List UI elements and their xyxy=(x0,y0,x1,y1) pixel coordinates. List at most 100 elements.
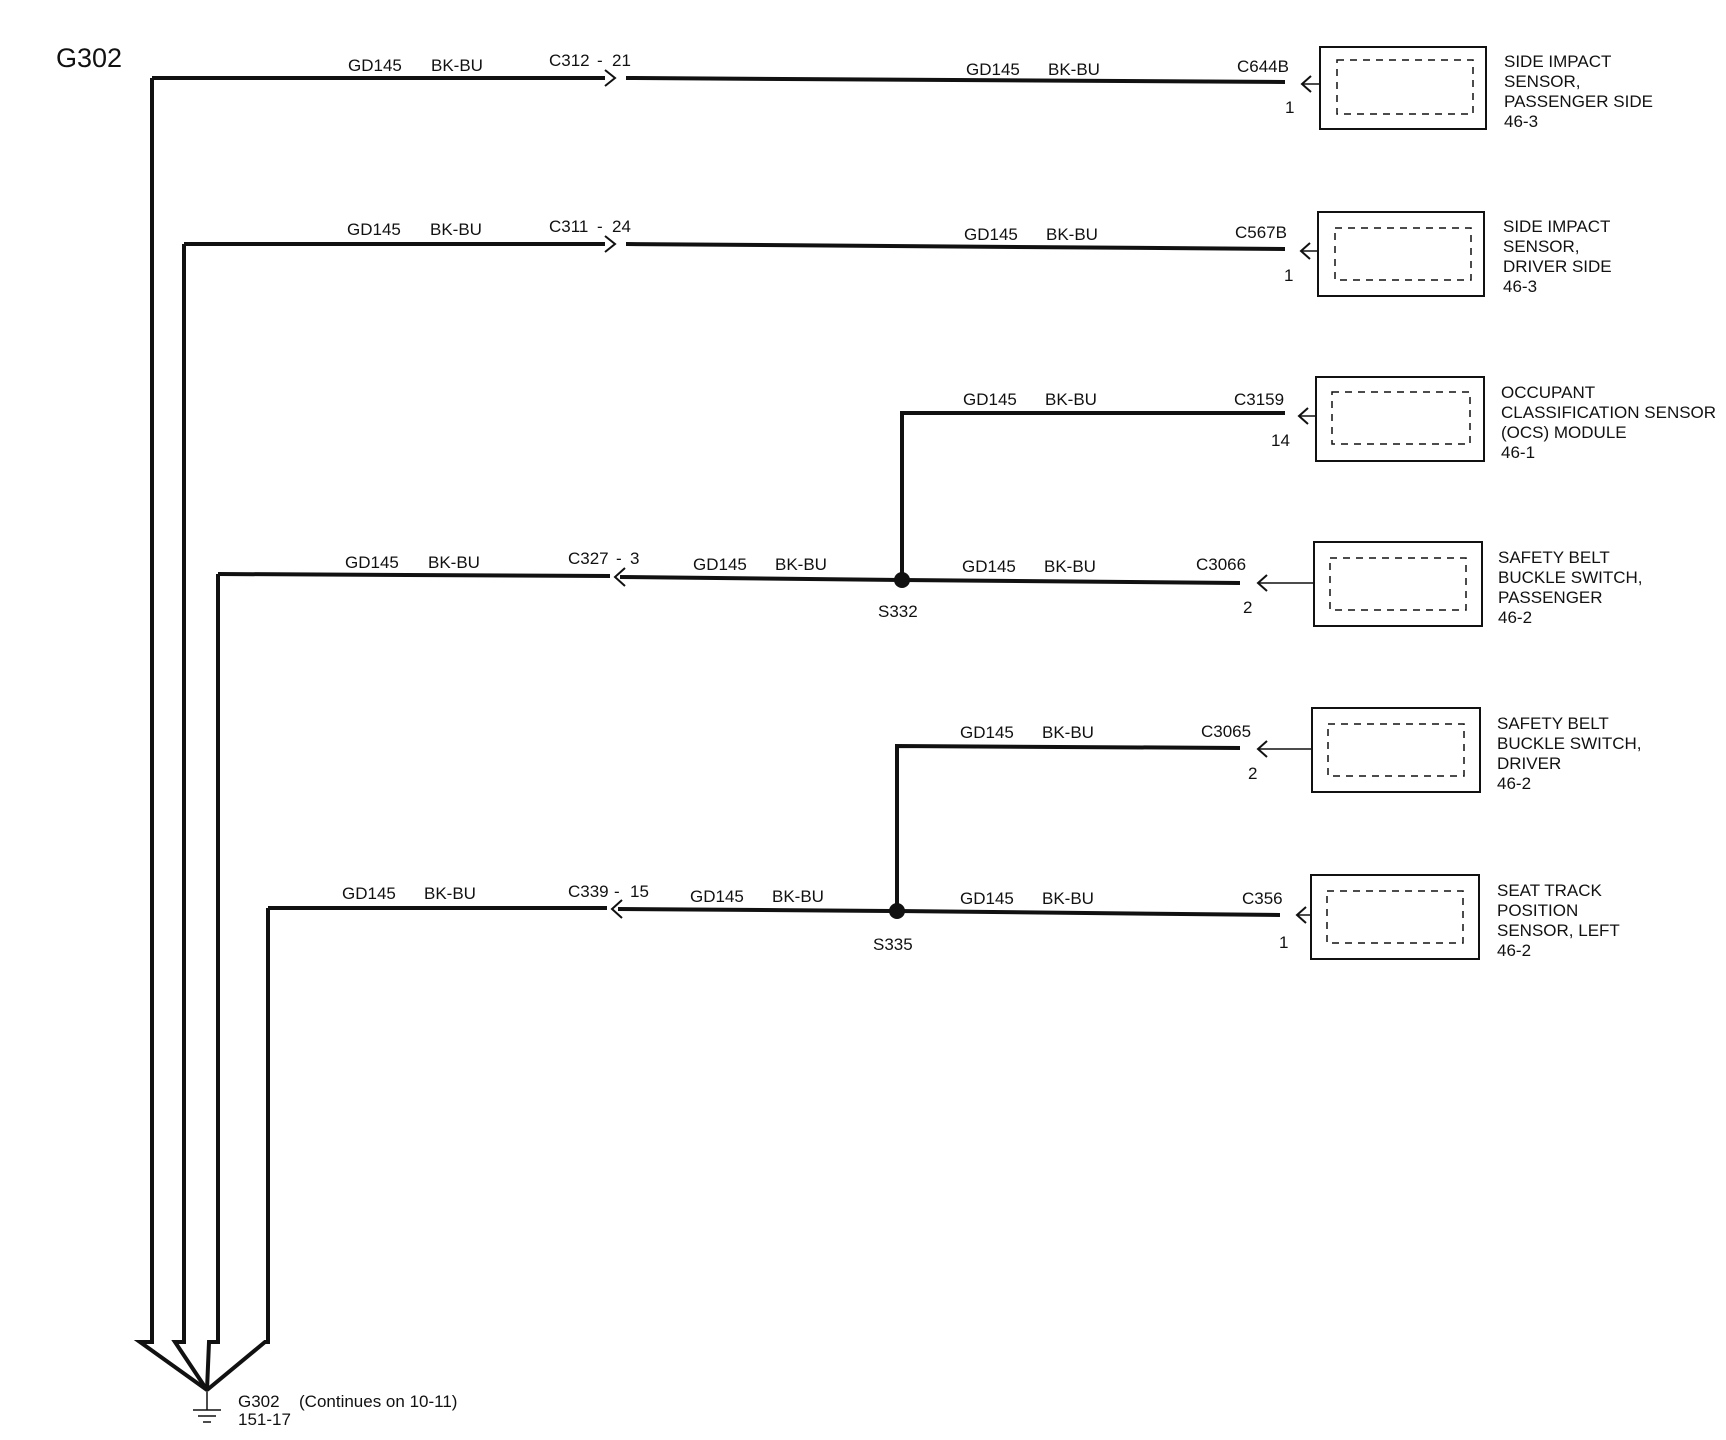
component-inner-outline xyxy=(1331,391,1471,445)
connector-label: C3066 xyxy=(1196,555,1246,574)
component-name-line-2: POSITION xyxy=(1497,901,1578,920)
component-inner-outline xyxy=(1336,59,1474,115)
wire-circuit-label: GD145 xyxy=(966,60,1020,79)
wire-c567b-to-c311[interactable] xyxy=(625,242,1286,251)
component-box xyxy=(1317,211,1485,297)
connector-pin: 2 xyxy=(1243,598,1252,617)
wire-color-label: BK-BU xyxy=(430,220,482,239)
component-page-ref: 46-2 xyxy=(1497,774,1531,793)
splice-s332-label: S332 xyxy=(878,602,918,621)
wire-color-label: BK-BU xyxy=(424,884,476,903)
component-safety-belt-buckle-switch-passenger[interactable]: C3066 2 SAFETY BELT BUCKLE SWITCH, PASSE… xyxy=(1196,541,1643,627)
component-name-line-2: SENSOR, xyxy=(1504,72,1581,91)
connector-label: C3159 xyxy=(1234,390,1284,409)
wire-color-label: BK-BU xyxy=(772,887,824,906)
wire-circuit-label: GD145 xyxy=(690,887,744,906)
splice-s335-label: S335 xyxy=(873,935,913,954)
ground-note: (Continues on 10-11) xyxy=(299,1392,457,1411)
wire-c644b-to-c312[interactable] xyxy=(625,76,1286,84)
connector-c311-arrow[interactable] xyxy=(604,235,617,253)
connector-label: C3065 xyxy=(1201,722,1251,741)
wire-color-label: BK-BU xyxy=(1048,60,1100,79)
connector-c339-label: C339 xyxy=(568,882,609,901)
connector-c312-label: C312 xyxy=(549,51,590,70)
component-name-line-3: PASSENGER xyxy=(1498,588,1603,607)
wire-color-label: BK-BU xyxy=(428,553,480,572)
connector-c339-arrow[interactable] xyxy=(610,899,623,919)
connector-label: C567B xyxy=(1235,223,1287,242)
connector-c311-label: C311 xyxy=(549,217,588,236)
component-box xyxy=(1311,707,1481,793)
component-name-line-1: SIDE IMPACT xyxy=(1503,217,1610,236)
wire-circuit-label: GD145 xyxy=(348,56,402,75)
component-name-line-1: SAFETY BELT xyxy=(1497,714,1609,733)
component-inner-outline xyxy=(1327,723,1465,777)
component-inner-outline xyxy=(1326,890,1464,944)
component-ocs-module[interactable]: C3159 14 OCCUPANT CLASSIFICATION SENSOR … xyxy=(1234,376,1716,462)
connector-c327-label: C327 xyxy=(568,549,609,568)
branch-side-impact-driver: GD145 BK-BU C311 - 24 GD145 BK-BU xyxy=(184,217,1286,253)
component-box xyxy=(1310,874,1480,960)
component-name-line-3: PASSENGER SIDE xyxy=(1504,92,1653,111)
connector-pin: 2 xyxy=(1248,764,1257,783)
splice-s335-dot[interactable] xyxy=(889,903,905,919)
connector-label: C356 xyxy=(1242,889,1283,908)
branch-s335: GD145 BK-BU C339 - 15 GD145 BK-BU GD145 … xyxy=(268,723,1281,954)
component-page-ref: 46-1 xyxy=(1501,443,1535,462)
component-page-ref: 46-3 xyxy=(1503,277,1537,296)
connector-c312-pin: 21 xyxy=(612,51,631,70)
wire-c327-to-ground[interactable] xyxy=(217,572,611,578)
component-name-line-2: CLASSIFICATION SENSOR xyxy=(1501,403,1716,422)
component-name-line-3: DRIVER SIDE xyxy=(1503,257,1612,276)
component-page-ref: 46-2 xyxy=(1498,608,1532,627)
connector-c339-dash: - xyxy=(614,882,620,901)
component-box xyxy=(1313,541,1483,627)
splice-s332-dot[interactable] xyxy=(894,572,910,588)
connector-pin: 14 xyxy=(1271,431,1290,450)
branch-s332: GD145 BK-BU C327 - 3 GD145 BK-BU GD145 B… xyxy=(217,390,1285,621)
wire-circuit-label: GD145 xyxy=(964,225,1018,244)
wire-g302-run-3[interactable] xyxy=(205,574,220,1391)
component-name-line-2: BUCKLE SWITCH, xyxy=(1498,568,1643,587)
connector-pin: 1 xyxy=(1285,98,1294,117)
component-safety-belt-buckle-switch-driver[interactable]: C3065 2 SAFETY BELT BUCKLE SWITCH, DRIVE… xyxy=(1201,707,1642,793)
wire-g302-run-2[interactable] xyxy=(171,244,209,1392)
component-box xyxy=(1315,376,1485,462)
component-side-impact-sensor-driver[interactable]: C567B 1 SIDE IMPACT SENSOR, DRIVER SIDE … xyxy=(1235,211,1612,297)
wire-g302-run-4[interactable] xyxy=(205,908,270,1392)
wire-s335-to-c356[interactable] xyxy=(896,909,1281,917)
component-name-line-3: SENSOR, LEFT xyxy=(1497,921,1620,940)
wire-color-label: BK-BU xyxy=(1042,723,1094,742)
component-name-line-1: SEAT TRACK xyxy=(1497,881,1603,900)
connector-c327-arrow[interactable] xyxy=(613,567,626,587)
wire-s335-to-c3065[interactable] xyxy=(895,743,1241,911)
connector-c312-arrow[interactable] xyxy=(604,69,617,87)
wire-s332-to-c327[interactable] xyxy=(619,575,901,582)
wire-circuit-label: GD145 xyxy=(963,390,1017,409)
connector-c311-dash: - xyxy=(597,217,603,236)
ground-ref: 151-17 xyxy=(238,1410,291,1429)
component-side-impact-sensor-passenger[interactable]: C644B 1 SIDE IMPACT SENSOR, PASSENGER SI… xyxy=(1237,46,1653,131)
connector-pin: 1 xyxy=(1284,266,1293,285)
wire-circuit-label: GD145 xyxy=(693,555,747,574)
component-name-line-3: DRIVER xyxy=(1497,754,1561,773)
connector-c339-pin: 15 xyxy=(630,882,649,901)
wire-color-label: BK-BU xyxy=(1045,390,1097,409)
wire-color-label: BK-BU xyxy=(1042,889,1094,908)
ground-label: G302 xyxy=(238,1392,280,1411)
wire-circuit-label: GD145 xyxy=(960,723,1014,742)
wire-s332-to-c3159[interactable] xyxy=(900,411,1285,580)
wire-s335-to-c339[interactable] xyxy=(617,907,898,913)
component-seat-track-position-sensor-left[interactable]: C356 1 SEAT TRACK POSITION SENSOR, LEFT … xyxy=(1242,874,1620,960)
component-name-line-2: SENSOR, xyxy=(1503,237,1580,256)
diagram-title: G302 xyxy=(56,43,122,73)
component-name-line-1: OCCUPANT xyxy=(1501,383,1595,402)
wire-circuit-label: GD145 xyxy=(347,220,401,239)
wire-s332-to-c3066[interactable] xyxy=(901,578,1241,585)
ground-g302[interactable]: G302 151-17 (Continues on 10-11) xyxy=(193,1390,457,1429)
wire-g302-run-1[interactable] xyxy=(133,78,209,1392)
connector-c312-dash: - xyxy=(597,51,603,70)
component-name-line-1: SIDE IMPACT xyxy=(1504,52,1611,71)
component-name-line-1: SAFETY BELT xyxy=(1498,548,1610,567)
